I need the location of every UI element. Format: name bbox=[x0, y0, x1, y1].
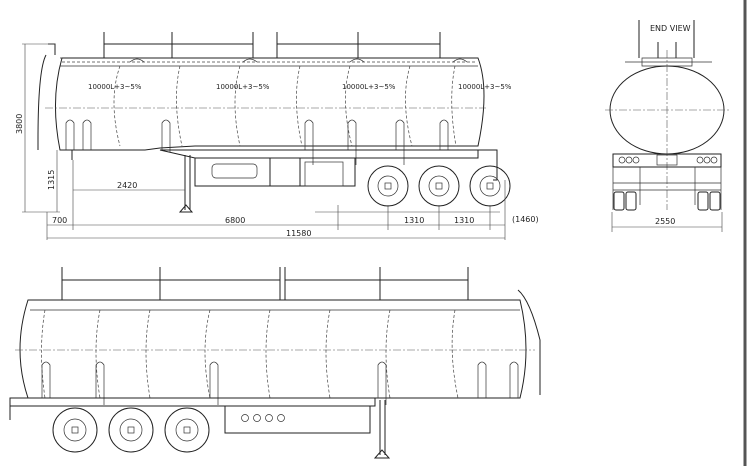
tank-shell bbox=[55, 57, 485, 151]
landing-gear bbox=[178, 155, 194, 213]
front-ladder bbox=[37, 43, 56, 150]
end-view-title: END VIEW bbox=[650, 24, 691, 33]
discharge-valves bbox=[65, 119, 449, 165]
handrail-front bbox=[103, 32, 254, 58]
dim-axle-spacing-2: 1310 bbox=[454, 216, 474, 225]
compartment-label-3: 10000L+3~5% bbox=[342, 83, 396, 91]
dim-front-overhang: 700 bbox=[52, 216, 67, 225]
dim-overall-height: 3800 bbox=[15, 114, 24, 134]
compartment-label-4: 10000L+3~5% bbox=[458, 83, 512, 91]
dim-overall-width: 2550 bbox=[655, 217, 675, 226]
side-view: 10000L+3~5% 10000L+3~5% 10000L+3~5% 1000… bbox=[15, 32, 539, 240]
dim-fifth-wheel-height: 1315 bbox=[47, 170, 56, 190]
dim-overall-length: 11580 bbox=[286, 229, 311, 238]
end-view: END VIEW 2550 bbox=[605, 20, 730, 232]
wheels-opposite bbox=[52, 407, 210, 453]
dim-rear-overhang: (1460) bbox=[512, 215, 539, 224]
compartment-label-2: 10000L+3~5% bbox=[216, 83, 270, 91]
dim-axle-spacing-1: 1310 bbox=[404, 216, 424, 225]
compartment-label-1: 10000L+3~5% bbox=[88, 83, 142, 91]
spare-tank bbox=[211, 163, 258, 179]
toolbox bbox=[304, 161, 344, 187]
wheels-side bbox=[367, 165, 511, 207]
dimension-lines bbox=[22, 43, 506, 240]
side-view-opposite bbox=[9, 267, 541, 459]
dim-kingpin-first-axle: 6800 bbox=[225, 216, 245, 225]
handrail-rear bbox=[276, 32, 441, 58]
chassis-frame bbox=[159, 149, 479, 187]
rear-light-bar bbox=[612, 153, 722, 168]
dim-kingpin-landing-gear: 2420 bbox=[117, 181, 137, 190]
